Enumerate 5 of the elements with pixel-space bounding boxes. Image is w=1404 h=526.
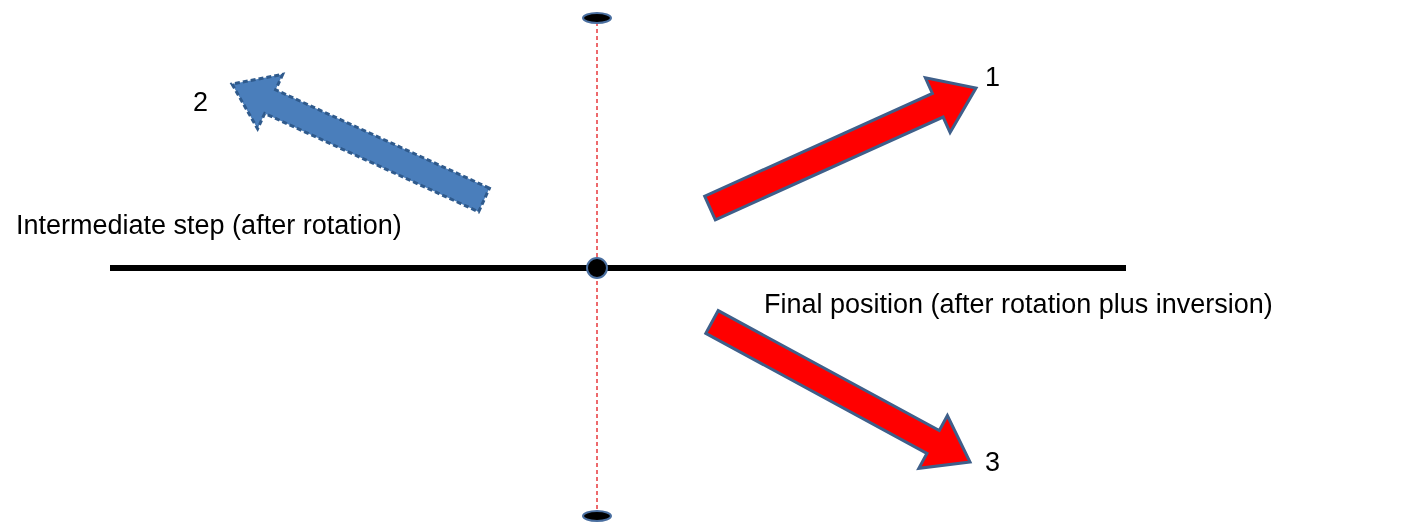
caption-text: Intermediate step (after rotation) (16, 211, 402, 241)
callout-number: 1 (985, 63, 1001, 93)
caption-text: Final position (after rotation plus inversion) (764, 290, 1273, 320)
callout-number: 2 (193, 88, 209, 118)
callout-number: 3 (985, 448, 1001, 478)
